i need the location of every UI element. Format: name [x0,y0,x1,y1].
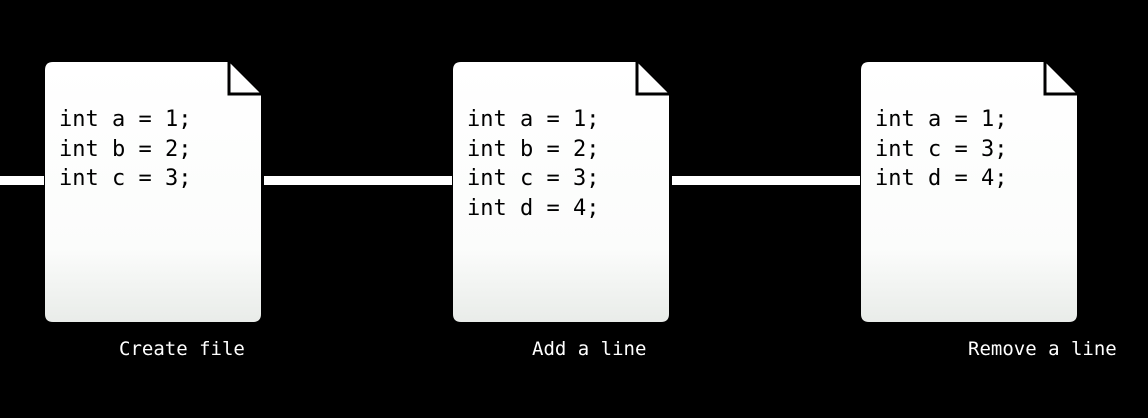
code-line: int c = 3; [467,166,600,191]
document-add-line: int a = 1; int b = 2; int c = 3; int d = 4; [453,62,669,322]
caption-create-file: Create file [119,338,245,360]
code-line: int d = 4; [875,166,1008,191]
caption-add-line: Add a line [532,338,647,360]
document-icon [861,62,1077,322]
code-line: int b = 2; [467,136,600,162]
code-block: int a = 1; int b = 2; int c = 3; int d = 4; [467,105,599,223]
code-line: int a = 1; [467,107,600,132]
code-block: int a = 1; int b = 2; int c = 3; [59,105,191,194]
code-line: int d = 4; [467,195,600,221]
timeline-segment-2-3 [672,176,860,185]
document-icon [45,62,261,322]
timeline-segment-start [0,176,44,185]
document-remove-line: int a = 1; int c = 3; int d = 4; [861,62,1077,322]
code-line: int a = 1; [59,107,192,132]
caption-remove-line: Remove a line [968,338,1117,360]
document-icon [453,62,669,322]
document-create-file: int a = 1; int b = 2; int c = 3; [45,62,261,322]
timeline-segment-1-2 [264,176,452,185]
code-line: int a = 1; [875,107,1008,132]
code-block: int a = 1; int c = 3; int d = 4; [875,105,1007,194]
code-line: int c = 3; [59,166,192,191]
code-line: int b = 2; [59,136,192,162]
code-line: int c = 3; [875,136,1008,162]
